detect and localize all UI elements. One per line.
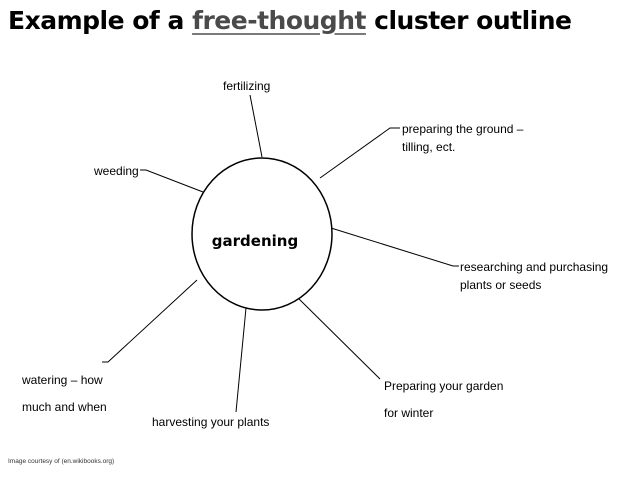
spoke-fertilizing	[249, 94, 263, 158]
node-watering-line2: much and when	[22, 400, 107, 414]
node-researching-line2: plants or seeds	[460, 278, 541, 292]
node-winter-line1: Preparing your garden	[384, 379, 503, 393]
node-fertilizing-line1: fertilizing	[223, 79, 270, 93]
node-watering: watering – how much and when	[21, 373, 107, 414]
title-prefix: Example of a	[8, 6, 193, 35]
node-winter-line2: for winter	[384, 406, 433, 420]
node-preparing-ground-line1: preparing the ground –	[402, 122, 524, 136]
node-winter: Preparing your garden for winter	[384, 379, 507, 420]
title-highlight: free-thought	[192, 6, 366, 35]
spoke-weeding	[140, 169, 204, 193]
center-circle	[191, 157, 333, 311]
center-label: gardening	[212, 232, 298, 250]
node-preparing-ground: preparing the ground – tilling, ect.	[402, 122, 527, 154]
spoke-preparing-ground	[319, 127, 400, 179]
spoke-researching	[330, 227, 459, 267]
node-fertilizing: fertilizing	[223, 79, 270, 93]
spoke-watering	[102, 279, 198, 363]
node-watering-line1: watering – how	[21, 373, 103, 387]
node-preparing-ground-line2: tilling, ect.	[402, 140, 455, 154]
node-harvesting-line1: harvesting your plants	[152, 415, 269, 429]
image-credit: Image courtesy of (en.wikibooks.org)	[8, 458, 115, 465]
node-weeding-line1: weeding	[93, 164, 139, 178]
node-researching-line1: researching and purchasing	[460, 260, 608, 274]
node-researching: researching and purchasing plants or see…	[460, 260, 611, 292]
node-harvesting: harvesting your plants	[152, 415, 269, 429]
slide-title: Example of a free-thought cluster outlin…	[8, 6, 572, 35]
node-weeding: weeding	[93, 164, 139, 178]
spoke-winter	[295, 295, 381, 380]
spoke-harvesting	[235, 307, 247, 413]
title-suffix: cluster outline	[365, 6, 572, 35]
